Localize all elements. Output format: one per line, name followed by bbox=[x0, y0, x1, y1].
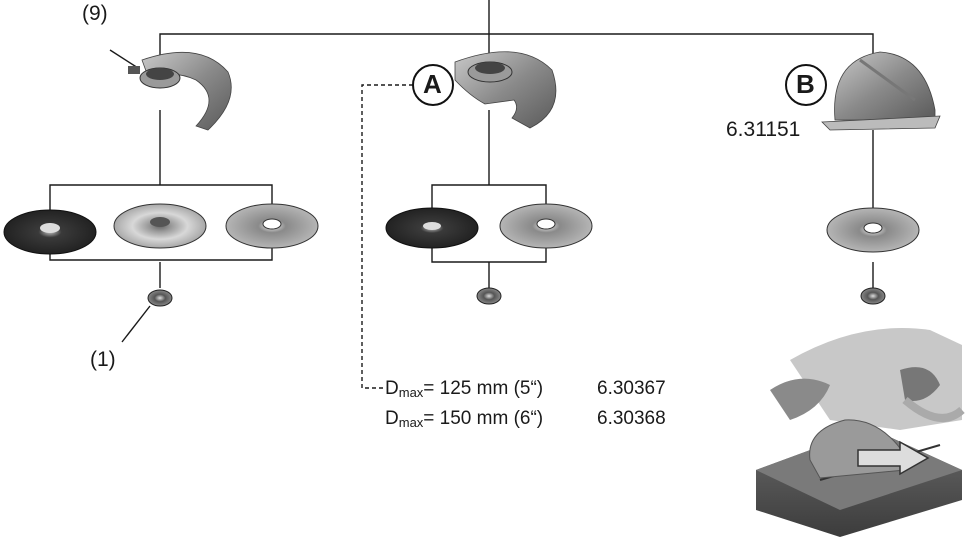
flange-nut-ref: (1) bbox=[90, 348, 116, 371]
disc-diamond-1 bbox=[225, 203, 319, 249]
spec-size: = 150 mm (6“) bbox=[423, 408, 544, 429]
standard-guard bbox=[128, 51, 232, 131]
spec-size: = 125 mm (5“) bbox=[423, 378, 544, 399]
guard-a-letter: A bbox=[423, 69, 442, 99]
guard-a-badge bbox=[412, 64, 454, 106]
nut-leader-line bbox=[121, 305, 151, 343]
disc-diamond-2 bbox=[499, 203, 593, 249]
guard-leader-line bbox=[109, 49, 139, 69]
cutting-usage-illustration bbox=[756, 328, 965, 537]
disc-flap bbox=[113, 203, 207, 249]
disc-diamond-3 bbox=[826, 207, 920, 253]
guard-a bbox=[412, 51, 557, 129]
flange-nut-a bbox=[476, 287, 502, 305]
top-distribution-line bbox=[159, 33, 874, 62]
guard-standard-ref: (9) bbox=[82, 2, 108, 25]
spec-sub: max bbox=[398, 415, 424, 430]
spec-sub: max bbox=[398, 385, 424, 400]
spec-symbol: D bbox=[385, 408, 399, 429]
spec-dashed-leader bbox=[361, 84, 413, 389]
direction-arrow-icon bbox=[857, 440, 930, 476]
spec-part-no: 6.30367 bbox=[597, 378, 666, 399]
spec-symbol: D bbox=[385, 378, 399, 399]
guard-b-badge bbox=[785, 64, 827, 106]
disc-cutting bbox=[385, 207, 479, 249]
guard-b bbox=[785, 51, 941, 131]
spec-row-2: Dmax= 150 mm (6“) 6.30368 bbox=[385, 408, 666, 430]
guard-b-letter: B bbox=[796, 69, 815, 99]
connector-lines bbox=[49, 0, 874, 389]
clamp-tab-icon bbox=[128, 66, 140, 74]
spec-part-no: 6.30368 bbox=[597, 408, 666, 429]
spec-row-1: Dmax= 125 mm (5“) 6.30367 bbox=[385, 378, 666, 400]
flange-nut-b bbox=[860, 287, 886, 305]
flange-nut-std bbox=[147, 289, 173, 307]
disc-grinding bbox=[3, 209, 97, 255]
guard-b-part-no: 6.31151 bbox=[726, 118, 801, 141]
